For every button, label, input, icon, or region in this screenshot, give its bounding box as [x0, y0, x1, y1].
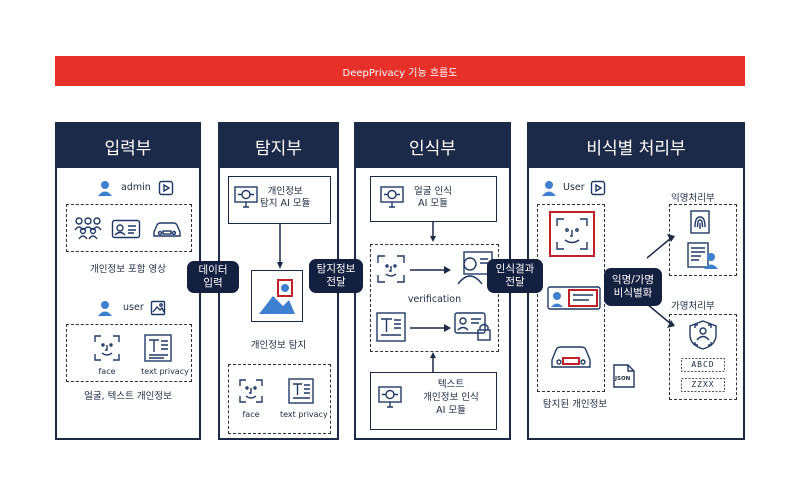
- face-label: face: [98, 367, 116, 376]
- car-icon: [153, 222, 181, 237]
- module-down-arrow: [277, 224, 283, 269]
- anon-user-label: User: [563, 182, 585, 193]
- recog-text-icon: [376, 312, 406, 342]
- verification-label: verification: [407, 294, 462, 305]
- face-highlight-icon: [549, 211, 595, 257]
- code-text-2: ZZXX: [691, 380, 715, 389]
- video-play-icon: [158, 180, 174, 196]
- user-label: user: [123, 302, 144, 313]
- face-module-label: 얼굴 인식 AI 모듈: [414, 186, 452, 209]
- ai-monitor-icon: [234, 186, 258, 208]
- detect-panel-title: 탐지부: [255, 138, 302, 159]
- admin-person-icon: [98, 181, 112, 196]
- code-box-1: [681, 358, 725, 372]
- anonymous-title: 익명처리부: [671, 193, 715, 204]
- admin-label: admin: [121, 182, 151, 193]
- deidentify-pill: 익명/가명 비식별화: [604, 268, 662, 306]
- id-lock-icon: [454, 312, 491, 341]
- detected-info-caption: 탐지된 개인정보: [542, 399, 608, 410]
- detect-face-icon: [239, 379, 263, 403]
- detect-text-label: text privacy: [280, 410, 328, 419]
- face-ai-monitor-icon: [380, 186, 404, 208]
- image-icon: [150, 300, 166, 316]
- input-panel-title: 입력부: [104, 138, 152, 159]
- data-input-pill: 데이터 입력: [187, 261, 239, 293]
- anonymization-panel-title: 비식별 처리부: [586, 138, 686, 159]
- face-ai-module-box: [370, 176, 497, 222]
- title-banner: DeepPrivacy 기능 흐름도: [55, 56, 745, 86]
- detect-panel-header: 탐지부: [220, 124, 337, 168]
- face-module-down-arrow: [430, 222, 436, 242]
- face-scan-icon: [94, 335, 120, 361]
- text-ai-module-box: [370, 372, 497, 430]
- face-lock-icon: [689, 320, 717, 350]
- detect-module-label: 개인정보 탐지 AI 모듈: [260, 186, 311, 209]
- id-highlight-icon: [547, 286, 601, 310]
- anon-video-icon: [590, 180, 606, 196]
- pseudonym-title: 가명처리부: [671, 301, 715, 312]
- detect-face-label: face: [242, 410, 260, 419]
- verification-box: [370, 244, 499, 352]
- face-match-arrow: [410, 266, 451, 274]
- input-panel-header: 입력부: [57, 124, 199, 168]
- detect-caption: 개인정보 탐지: [250, 340, 307, 351]
- detect-text-icon: [288, 378, 314, 404]
- user-caption: 얼굴, 텍스트 개인정보: [84, 391, 172, 402]
- json-file-icon: [613, 364, 635, 388]
- car-plate-highlight-icon: [551, 346, 591, 368]
- text-privacy-label: text privacy: [141, 367, 189, 376]
- anonymization-panel-header: 비식별 처리부: [529, 124, 743, 168]
- text-document-icon: [144, 334, 172, 362]
- recognition-panel: 인식부 얼굴 인식 AI 모듈 verification 텍스트 개인정보 인식…: [354, 122, 511, 440]
- input-panel: 입력부 admin 개인정보 포함 영상 user face text priv…: [55, 122, 201, 440]
- anonymization-panel: 비식별 처리부 User JSON 탐지된 개인정보 익명처리부 가명처리부 A…: [527, 122, 745, 440]
- code-text-1: ABCD: [691, 360, 715, 369]
- detect-ai-module-box: [228, 176, 331, 224]
- banner-title: DeepPrivacy 기능 흐름도: [342, 67, 458, 79]
- text-ai-monitor-icon: [378, 386, 402, 408]
- json-label: JSON: [615, 376, 631, 382]
- detect-result-box: [228, 364, 331, 434]
- recog-send-pill: 인식결과 전달: [487, 259, 543, 293]
- recognition-panel-title: 인식부: [409, 138, 456, 159]
- pseudonym-box: [669, 314, 737, 400]
- recognition-panel-header: 인식부: [356, 124, 509, 168]
- document-user-icon: [687, 242, 718, 269]
- detected-image-icon: [259, 279, 295, 314]
- admin-caption: 개인정보 포함 영상: [90, 264, 166, 275]
- fingerprint-doc-icon: [690, 210, 710, 234]
- anonymous-box: [669, 204, 737, 276]
- user-person-icon: [98, 301, 112, 316]
- detect-send-pill: 탐지정보 전달: [309, 259, 363, 293]
- crowd-icon: [74, 217, 102, 240]
- text-module-label: 텍스트 개인정보 인식 AI 모듈: [423, 379, 479, 416]
- text-match-arrow: [410, 324, 451, 332]
- recog-face-icon: [377, 255, 405, 283]
- id-card-icon: [111, 219, 141, 239]
- user-content-box: [66, 324, 192, 382]
- text-module-up-arrow: [430, 352, 436, 372]
- anon-user-icon: [542, 181, 556, 196]
- code-box-2: [681, 378, 725, 392]
- admin-content-box: [66, 204, 192, 252]
